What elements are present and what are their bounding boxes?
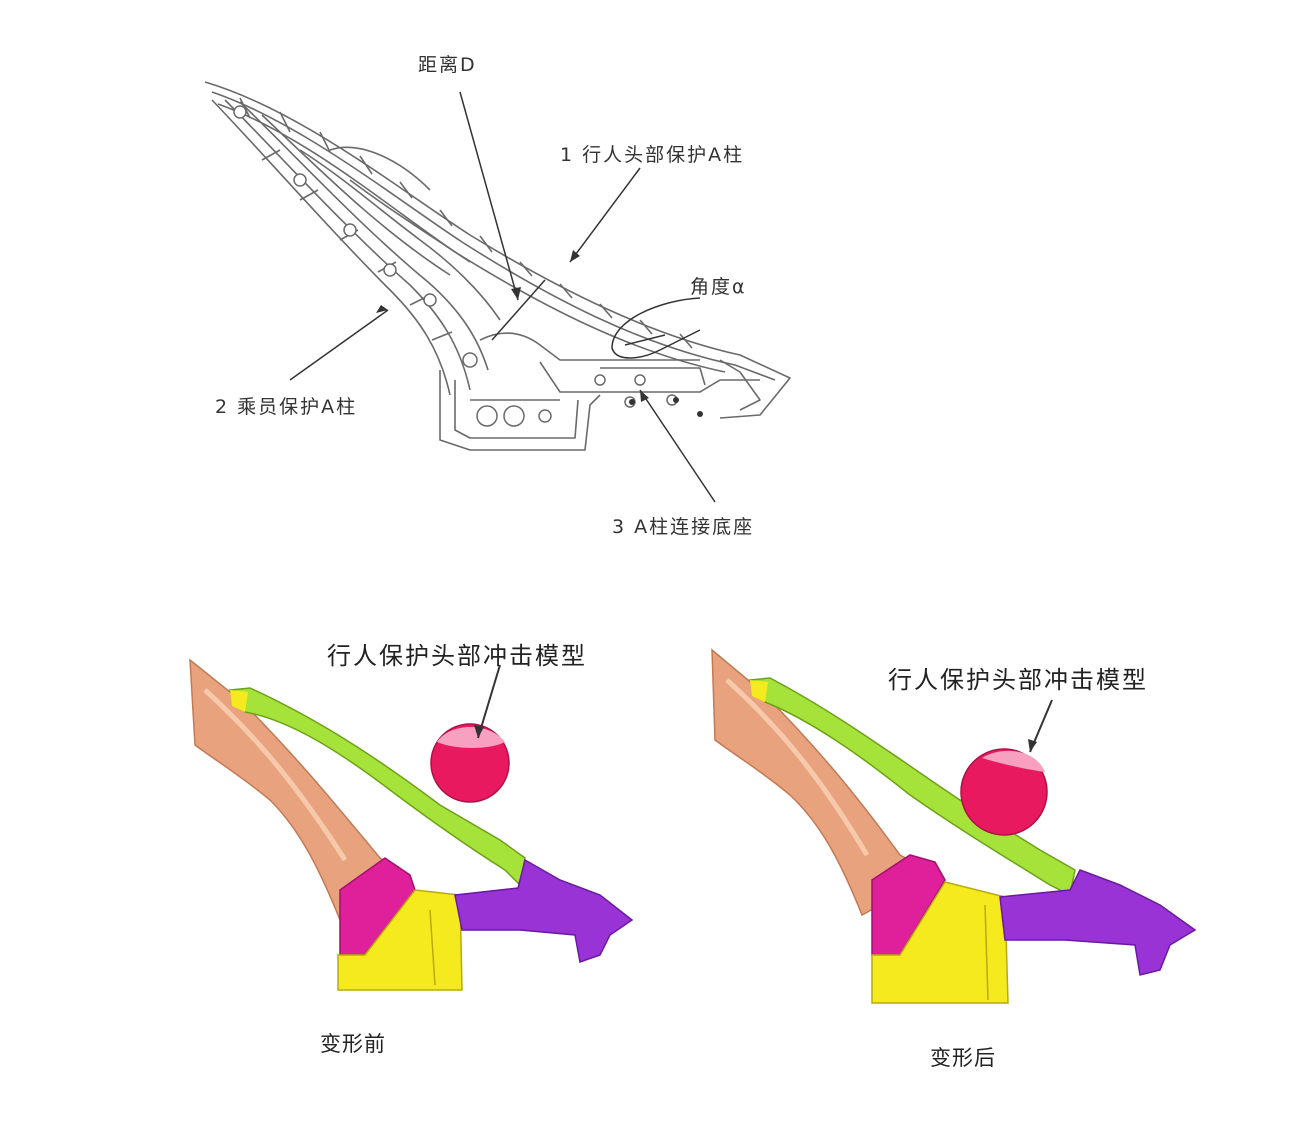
after-pedestrian-pillar	[748, 677, 1076, 897]
a-pillar-line-drawing	[204, 81, 791, 451]
leader-lines-top	[289, 91, 716, 503]
leader-arrowheads-top	[376, 250, 649, 402]
caption-before-deformation: 变形前	[320, 1032, 386, 1056]
after-deformation-model	[711, 648, 1197, 1004]
leader-line-before	[474, 664, 501, 739]
caption-after-deformation: 变形后	[930, 1046, 996, 1070]
label-occupant-pillar: 2 乘员保护A柱	[215, 396, 358, 418]
label-distance-d: 距离D	[418, 54, 477, 76]
after-purple-rail	[999, 869, 1197, 976]
label-pedestrian-head-pillar: 1 行人头部保护A柱	[560, 144, 745, 166]
label-impactor-after: 行人保护头部冲击模型	[888, 666, 1148, 694]
before-pedestrian-pillar	[228, 687, 526, 887]
label-floor-connection: 3 A柱连接底座	[612, 516, 755, 538]
before-deformation-model	[189, 658, 634, 991]
drawing-holes	[233, 105, 678, 427]
leader-line-after	[1028, 699, 1053, 753]
drawing-solid-dots	[629, 397, 703, 417]
after-head-impactor	[960, 748, 1048, 836]
label-impactor-before: 行人保护头部冲击模型	[327, 642, 587, 670]
label-angle-alpha: 角度α	[690, 276, 747, 298]
before-head-impactor	[430, 723, 510, 803]
before-purple-rail	[454, 858, 634, 963]
